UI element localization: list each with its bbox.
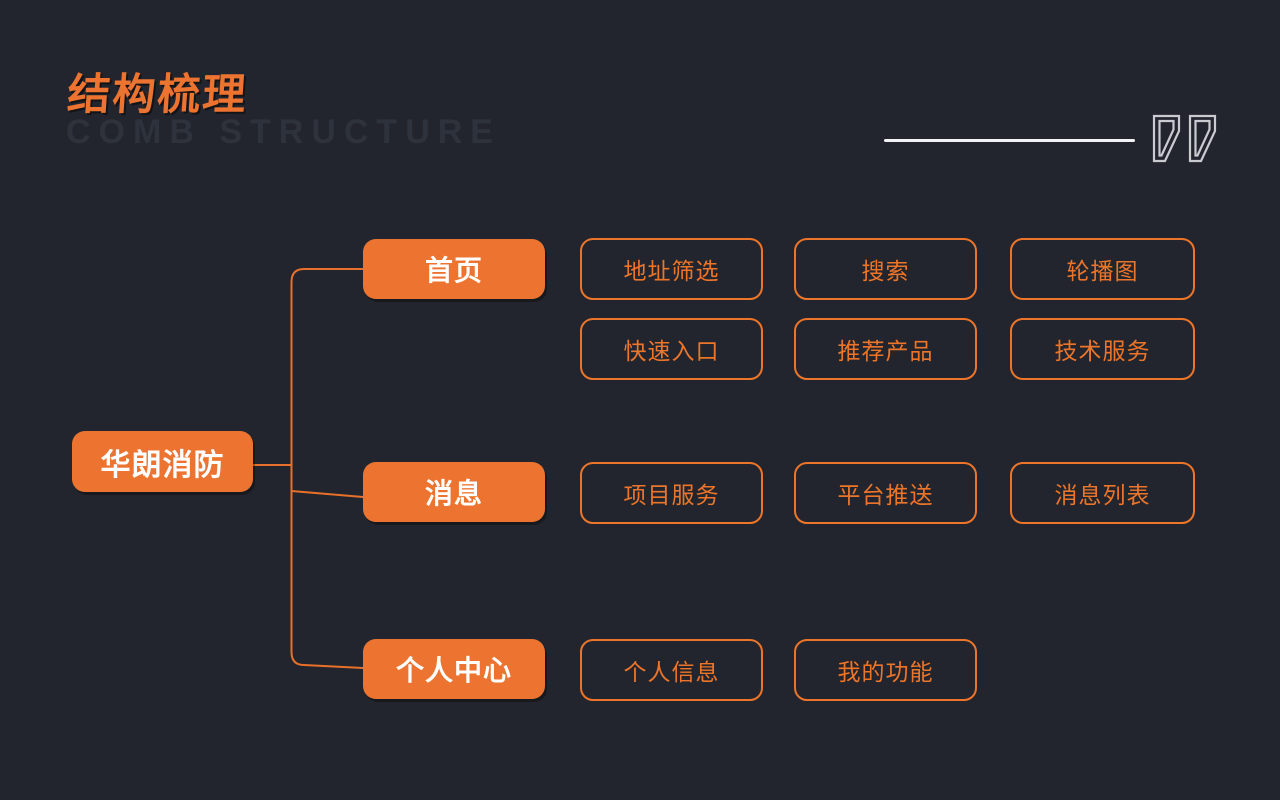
leaf-node-platform-push: 平台推送 [794,462,977,524]
branch-node-message: 消息 [363,462,545,522]
branch-node-label: 个人中心 [395,655,512,686]
trunk-line [290,268,364,669]
branch-node-label: 首页 [424,255,483,286]
leaf-node-label: 搜索 [861,258,910,284]
leaf-node-project-service: 项目服务 [580,462,763,524]
leaf-node-label: 我的功能 [837,659,934,685]
branch-node-personal-center: 个人中心 [363,639,545,699]
leaf-node-label: 技术服务 [1054,338,1151,364]
message-link [291,490,364,498]
leaf-node-technical-service: 技术服务 [1010,318,1195,380]
page-title: 结构梳理 [65,71,250,119]
leaf-node-message-list: 消息列表 [1010,462,1195,524]
page-subtitle: COMB STRUCTURE [66,113,501,151]
double-quote-icon [1152,114,1217,163]
leaf-node-label: 消息列表 [1054,482,1151,508]
divider-line [884,139,1135,142]
leaf-node-label: 推荐产品 [837,338,934,364]
leaf-node-label: 项目服务 [623,482,720,508]
leaf-node-personal-info: 个人信息 [580,639,763,701]
leaf-node-recommended-products: 推荐产品 [794,318,977,380]
leaf-node-quick-entry: 快速入口 [580,318,763,380]
leaf-node-label: 个人信息 [623,659,720,685]
leaf-node-my-functions: 我的功能 [794,639,977,701]
leaf-node-search: 搜索 [794,238,977,300]
leaf-node-carousel: 轮播图 [1010,238,1195,300]
root-node-hualang-fire: 华朗消防 [72,431,253,492]
leaf-node-label: 快速入口 [623,338,720,364]
branch-node-home: 首页 [363,239,545,299]
branch-node-label: 消息 [424,478,483,509]
leaf-node-label: 地址筛选 [623,258,720,284]
leaf-node-label: 轮播图 [1066,258,1139,284]
page-header: 结构梳理 COMB STRUCTURE [65,71,501,151]
leaf-node-label: 平台推送 [837,482,934,508]
root-node-label: 华朗消防 [100,448,225,482]
leaf-node-address-filter: 地址筛选 [580,238,763,300]
